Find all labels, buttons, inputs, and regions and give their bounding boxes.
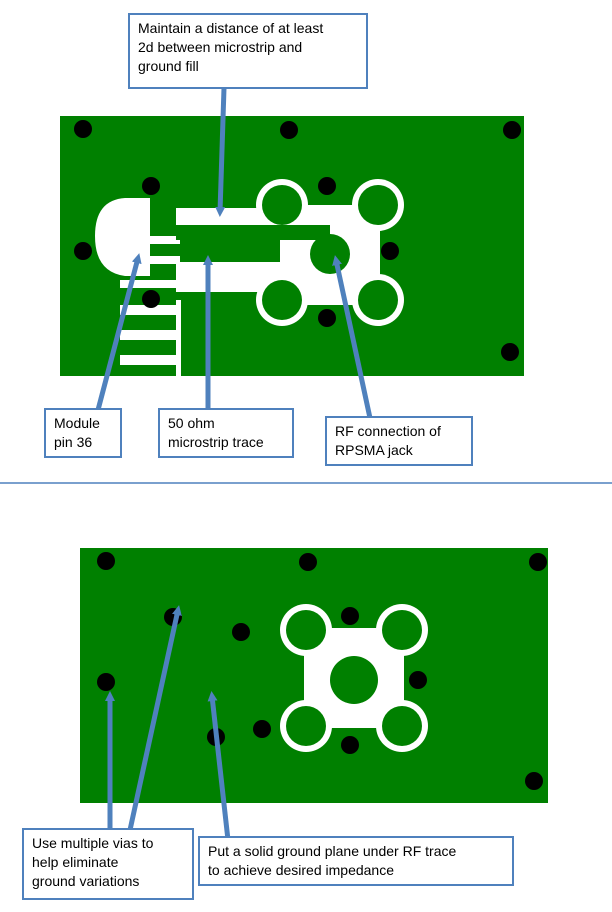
via [381,242,399,260]
via [232,623,250,641]
via [525,772,543,790]
via [341,736,359,754]
via [503,121,521,139]
via [501,343,519,361]
via [409,671,427,689]
via [97,552,115,570]
callout-vias: Use multiple vias to help eliminate grou… [22,828,194,900]
callout-ground-plane: Put a solid ground plane under RF trace … [198,836,514,886]
via [253,720,271,738]
callout-distance: Maintain a distance of at least 2d betwe… [128,13,368,89]
via [529,553,547,571]
callout-module-pin: Module pin 36 [44,408,122,458]
callout-trace: 50 ohm microstrip trace [158,408,294,458]
via [142,290,160,308]
callout-rf-connection: RF connection of RPSMA jack [325,416,473,466]
via [280,121,298,139]
via [318,177,336,195]
bottom-view [80,548,548,840]
via [97,673,115,691]
via [142,177,160,195]
via [299,553,317,571]
via [341,607,359,625]
via [74,242,92,260]
via [74,120,92,138]
via [318,309,336,327]
top-view [60,88,524,418]
